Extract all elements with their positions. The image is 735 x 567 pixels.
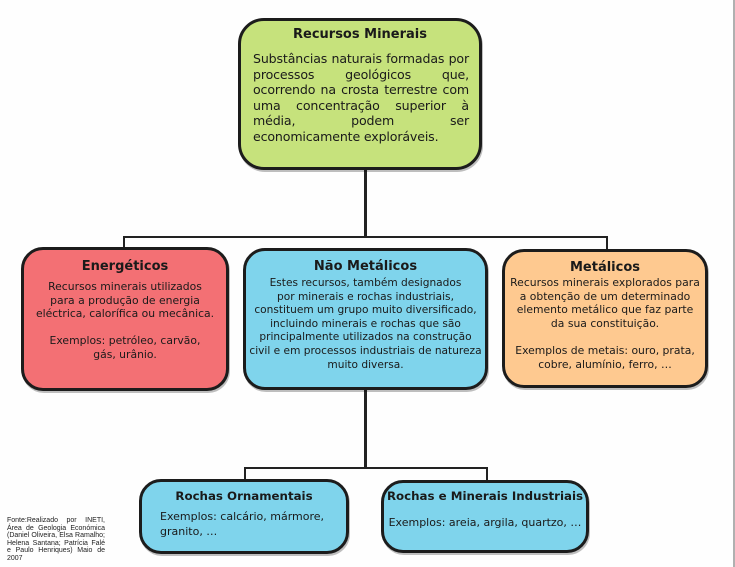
node-energeticos: Energéticos Recursos minerais utilizados… xyxy=(21,247,229,391)
source-credit: Fonte:Realizado por INETI, Área de Geolo… xyxy=(7,517,105,562)
text-line: eléctrica, calorífica ou mecânica. xyxy=(35,307,215,321)
node-energeticos-title: Energéticos xyxy=(81,259,169,274)
examples-line: cobre, alumínio, ferro, … xyxy=(538,357,672,371)
node-metalicos-title: Metálicos xyxy=(569,260,641,275)
node-nao-metalicos-title: Não Metálicos xyxy=(313,259,418,274)
examples-line: Exemplos: calcário, mármore, xyxy=(160,510,325,523)
text-line: para a produção de energia xyxy=(50,293,200,307)
connector-level1-bracket xyxy=(123,236,608,250)
node-nao-metalicos-text: Estes recursos, também designados por mi… xyxy=(246,277,485,372)
text-line: constituem um grupo muito diversificado, xyxy=(254,304,477,317)
connector-root-down xyxy=(364,168,367,238)
root-node-title: Recursos Minerais xyxy=(293,27,427,42)
text-line: por minerais e rochas industriais, xyxy=(277,290,454,303)
node-rochas-ornamentais-text: Exemplos: calcário, mármore, granito, … xyxy=(142,509,346,539)
node-rochas-ornamentais: Rochas Ornamentais Exemplos: calcário, m… xyxy=(139,479,349,554)
text-line: principalmente utilizados na construção xyxy=(259,331,472,344)
examples-line: Exemplos: petróleo, carvão, xyxy=(49,334,201,348)
examples-line: Exemplos de metais: ouro, prata, xyxy=(515,343,695,357)
text-line: Recursos minerais explorados para xyxy=(510,276,700,289)
node-metalicos-text: Recursos minerais explorados para a obte… xyxy=(505,276,705,371)
text-line: elemento metálico que faz parte xyxy=(516,303,694,317)
connector-level2-bracket xyxy=(244,467,488,481)
examples-line: gás, urânio. xyxy=(93,347,157,361)
root-node-text: Substâncias naturais formadas por proces… xyxy=(253,51,469,144)
text-line: da sua constituição. xyxy=(550,316,660,330)
text-line: Estes recursos, também designados xyxy=(269,277,462,289)
text-line: muito diversa. xyxy=(327,358,404,371)
text-line: Recursos minerais utilizados xyxy=(48,280,202,293)
node-metalicos: Metálicos Recursos minerais explorados p… xyxy=(502,249,708,388)
node-rochas-minerais-industriais: Rochas e Minerais Industriais Exemplos: … xyxy=(381,480,589,553)
connector-naomet-down xyxy=(364,388,367,468)
examples-line: granito, … xyxy=(160,525,218,538)
node-rochas-minerais-industriais-text: Exemplos: areia, argila, quartzo, … xyxy=(388,516,582,529)
node-rochas-ornamentais-title: Rochas Ornamentais xyxy=(175,489,313,503)
text-line: a obtenção de um determinado xyxy=(519,289,691,303)
node-nao-metalicos: Não Metálicos Estes recursos, também des… xyxy=(243,248,488,390)
text-line: civil e em processos industriais de natu… xyxy=(249,344,482,357)
node-energeticos-text: Recursos minerais utilizados para a prod… xyxy=(24,280,226,362)
node-rochas-minerais-industriais-title: Rochas e Minerais Industriais xyxy=(386,489,584,503)
root-node-recursos-minerais: Recursos Minerais Substâncias naturais f… xyxy=(238,18,482,170)
text-line: incluindo minerais e rochas que são xyxy=(270,317,461,330)
page-edge-line xyxy=(733,0,735,567)
